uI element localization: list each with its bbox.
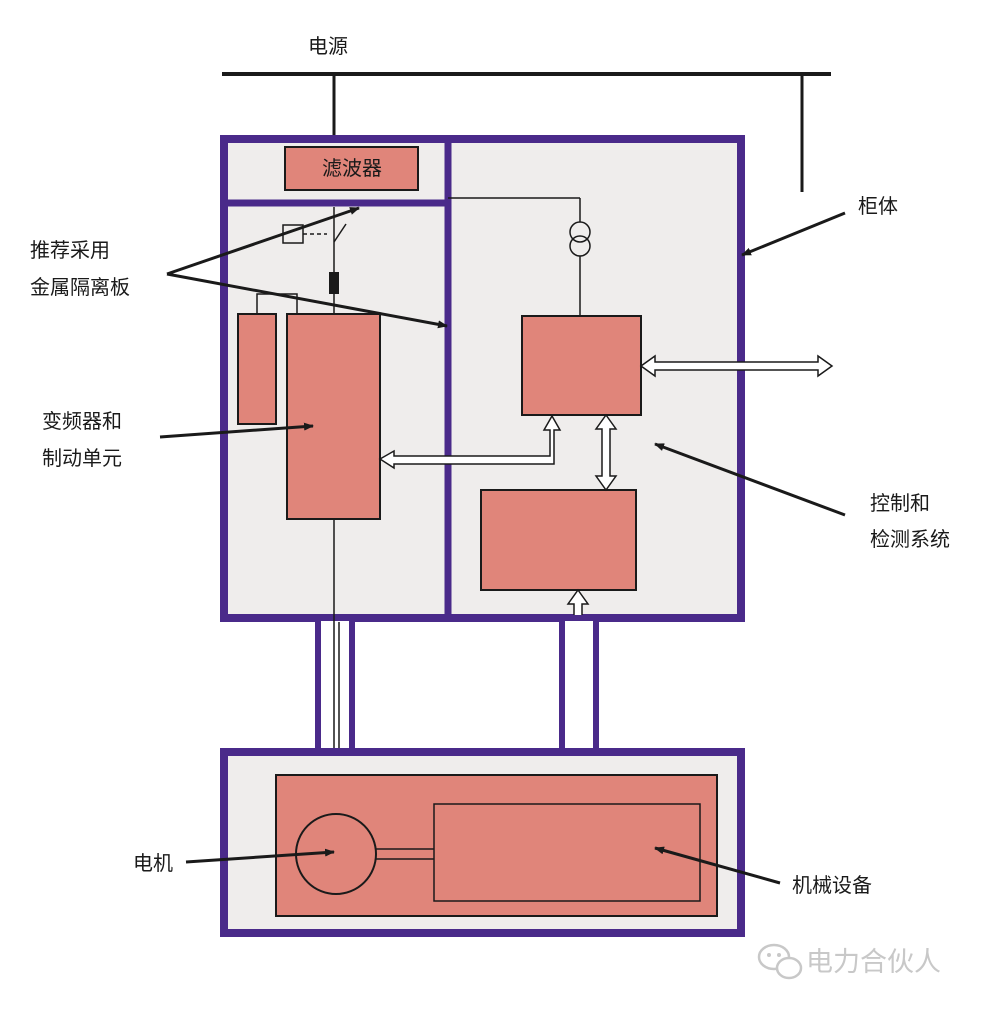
machine-label: 机械设备 (792, 873, 872, 897)
detection-box (480, 489, 637, 591)
wechat-icon (757, 943, 803, 980)
machine-box (433, 803, 701, 902)
cabinet-label: 柜体 (858, 194, 898, 218)
cabinet-callout-arrow (741, 211, 846, 257)
controller-box (521, 315, 642, 416)
watermark-text: 电力合伙人 (806, 947, 941, 978)
partition-callout-arrow-top (166, 206, 360, 276)
control-label-line2: 检测系统 (870, 527, 950, 551)
signal-cable-conduit (559, 615, 599, 755)
filter-label: 滤波器 (322, 156, 382, 180)
controller-io-arrow (639, 354, 834, 378)
controller-detection-arrow (594, 413, 618, 492)
fuse (329, 272, 339, 294)
inverter-label-line1: 变频器和 (42, 409, 122, 433)
switch-blade (333, 223, 347, 243)
inverter-callout-arrow (159, 422, 314, 439)
transformer-coil-top (569, 221, 591, 243)
controller-inverter-arrow (378, 414, 562, 470)
machine-callout-arrow (654, 846, 781, 885)
brake-unit-box (237, 313, 277, 425)
motor-cable-conduit (315, 615, 355, 755)
partition-callout-arrow-bottom (166, 272, 448, 329)
filter-box (284, 146, 419, 191)
power-label: 电源 (308, 34, 348, 58)
motor-label: 电机 (133, 851, 173, 875)
inverter-box (286, 313, 381, 520)
motor-callout-arrow (185, 848, 335, 864)
partition-label-line2: 金属隔离板 (30, 275, 130, 299)
inverter-label-line2: 制动单元 (42, 446, 122, 470)
partition-label-line1: 推荐采用 (30, 238, 110, 262)
control-callout-arrow (654, 442, 846, 517)
control-label-line1: 控制和 (870, 491, 930, 515)
